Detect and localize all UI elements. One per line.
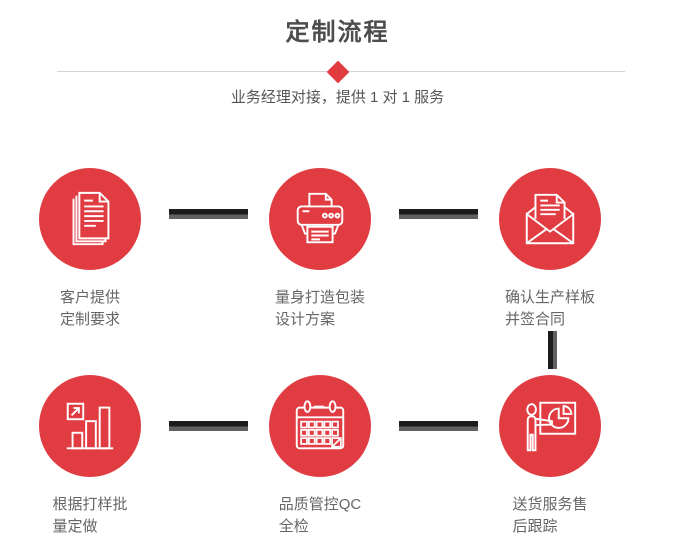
step-circle (39, 168, 141, 270)
page-title: 定制流程 (285, 19, 390, 46)
flow-connector-horizontal (169, 209, 248, 219)
page-subtitle: 业务经理对接，提供 1 对 1 服务 (230, 89, 445, 106)
step-label-line: 品质管控QC (278, 496, 362, 513)
step-label: 根据打样批 量定做 (52, 494, 127, 538)
documents-icon (72, 191, 110, 246)
step-label-line: 量定做 (52, 518, 98, 535)
step-label-line: 客户提供 (59, 289, 120, 306)
flow-connector-horizontal (169, 421, 248, 431)
step-label: 客户提供 定制要求 (60, 287, 120, 331)
step-label-line: 全检 (278, 518, 309, 535)
presentation-icon (526, 401, 577, 452)
step-label: 送货服务售 后跟踪 (512, 494, 587, 538)
step-label-line: 根据打样批 (52, 496, 128, 513)
step-label-line: 送货服务售 (512, 496, 588, 513)
process-step-1: 客户提供 定制要求 (5, 168, 175, 331)
open-envelope-icon (525, 193, 575, 245)
step-circle (269, 168, 371, 270)
step-label-line: 确认生产样板 (504, 289, 595, 306)
step-label-line: 后跟踪 (512, 518, 558, 535)
flow-connector-vertical (548, 331, 557, 369)
step-circle (499, 168, 601, 270)
step-label-line: 定制要求 (59, 311, 120, 328)
process-step-2: 量身打造包装 设计方案 (235, 168, 405, 331)
step-label-line: 并签合同 (504, 311, 565, 328)
process-step-5: 品质管控QC 全检 (235, 375, 405, 538)
printer-icon (296, 192, 344, 244)
step-label-line: 设计方案 (274, 311, 335, 328)
calendar-icon (295, 400, 345, 450)
step-label: 确认生产样板 并签合同 (505, 287, 595, 331)
flow-connector-horizontal (399, 209, 478, 219)
step-circle (269, 375, 371, 477)
step-label-line: 量身打造包装 (274, 289, 365, 306)
flow-connector-horizontal (399, 421, 478, 431)
process-step-4: 根据打样批 量定做 (5, 375, 175, 538)
process-step-3: 确认生产样板 并签合同 (465, 168, 635, 331)
step-label: 品质管控QC 全检 (279, 494, 362, 538)
process-step-6: 送货服务售 后跟踪 (465, 375, 635, 538)
step-circle (39, 375, 141, 477)
diamond-icon (326, 60, 350, 84)
step-label: 量身打造包装 设计方案 (275, 287, 365, 331)
growth-bar-chart-icon (66, 402, 114, 450)
step-circle (499, 375, 601, 477)
